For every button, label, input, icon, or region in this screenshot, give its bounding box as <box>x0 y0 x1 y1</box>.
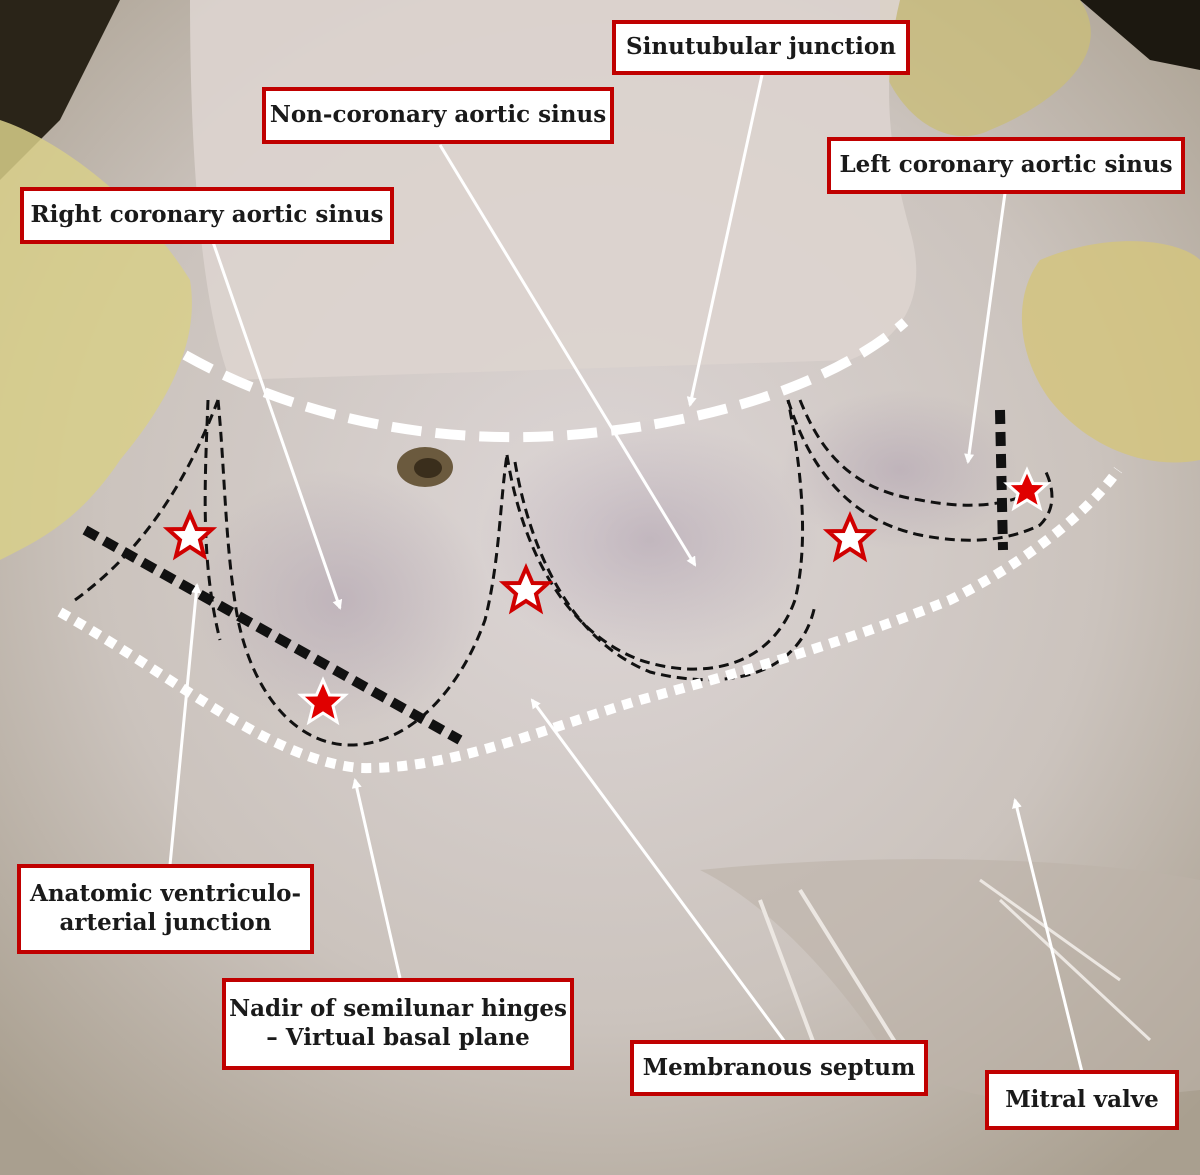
arrow-right-coronary-sinus <box>211 241 343 610</box>
label-sinutubular-junction: Sinutubular junction <box>612 20 910 75</box>
sinutubular-junction-line <box>182 318 909 443</box>
chordae-strand-3 <box>979 878 1121 982</box>
sinus-shade-left-coronary <box>780 390 1020 550</box>
leaflet-hinge-left-coronary <box>786 399 1054 542</box>
label-right-coronary-sinus: Right coronary aortic sinus <box>20 187 394 244</box>
label-text-line-1: Nadir of semilunar hinges <box>229 995 567 1023</box>
leaflet-hinge-far-left <box>74 399 220 602</box>
arrow-mitral-valve <box>1012 798 1084 1073</box>
star-icon <box>297 676 349 726</box>
label-text-line-1: Anatomic ventriculo- <box>29 880 302 908</box>
star-icon <box>498 562 554 615</box>
leaflet-hinge-right <box>216 399 509 747</box>
arrow-sinutubular-junction <box>686 74 764 407</box>
label-text-line-2: – Virtual basal plane <box>266 1024 530 1051</box>
arrow-membranous-septum <box>530 698 787 1043</box>
label-left-coronary-sinus: Left coronary aortic sinus <box>827 137 1185 194</box>
leaflet-hinge-non-coronary <box>505 399 805 671</box>
arrow-va-junction <box>168 583 202 866</box>
label-text: Non-coronary aortic sinus <box>269 101 607 129</box>
arrow-nadir <box>351 778 402 979</box>
label-non-coronary-sinus: Non-coronary aortic sinus <box>262 87 614 144</box>
label-text: Left coronary aortic sinus <box>839 151 1173 179</box>
dark-corner-top-right <box>1080 0 1200 70</box>
star-icon <box>1003 466 1051 512</box>
label-membranous-septum: Membranous septum <box>630 1040 928 1096</box>
leaflet-hinge-non-coronary-outer <box>513 461 817 682</box>
arrow-left-coronary-sinus <box>964 192 1007 464</box>
arrow-non-coronary-sinus <box>438 144 697 567</box>
chordae-strand-4 <box>998 898 1152 1042</box>
va-junction-line-right <box>995 409 1008 551</box>
va-junction-line-left <box>82 525 463 745</box>
label-text: Sinutubular junction <box>626 33 896 61</box>
label-va-junction: Anatomic ventriculo- arterial junction <box>17 864 314 954</box>
label-text: Right coronary aortic sinus <box>30 201 384 229</box>
coronary-orifice-inner <box>414 458 442 478</box>
star-icon <box>162 508 218 561</box>
star-icon <box>822 510 878 563</box>
fat-right <box>1021 241 1200 463</box>
label-text: Membranous septum <box>642 1053 916 1081</box>
label-mitral-valve: Mitral valve <box>985 1070 1179 1130</box>
virtual-basal-plane-line <box>57 467 1123 774</box>
fat-upper-right <box>880 0 1091 137</box>
chordae-strand-1 <box>758 899 822 1061</box>
leaflet-hinge-right-inner <box>203 399 222 641</box>
chordae-strand-2 <box>798 888 902 1052</box>
label-text: Mitral valve <box>1005 1085 1159 1113</box>
label-text-line-2: arterial junction <box>59 909 272 936</box>
label-nadir: Nadir of semilunar hinges – Virtual basa… <box>222 978 574 1070</box>
